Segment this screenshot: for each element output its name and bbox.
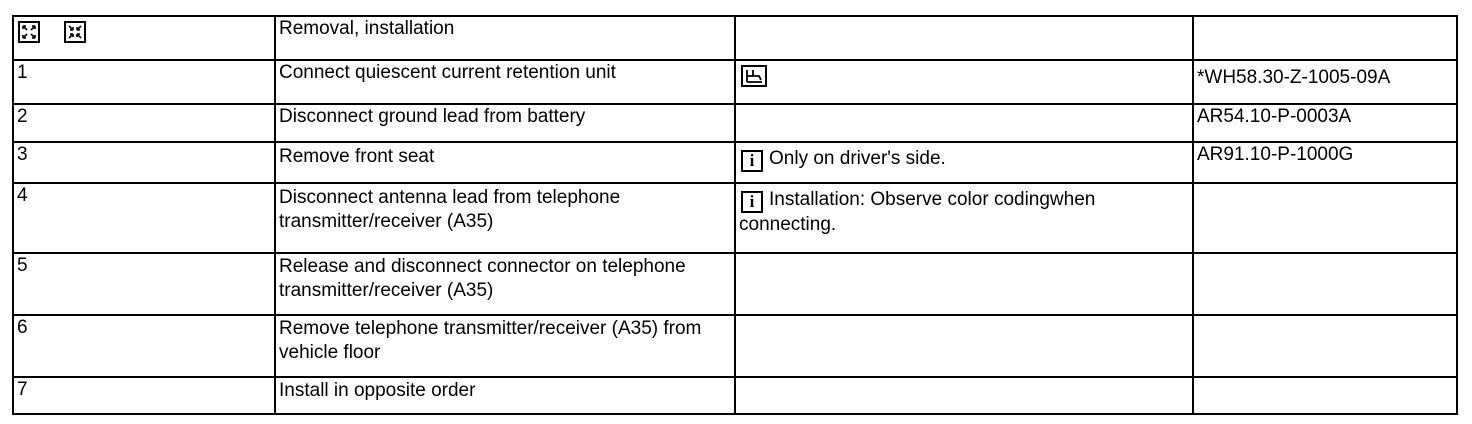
step-number: 6 bbox=[12, 314, 276, 378]
table-header-row: Removal, installation bbox=[12, 15, 1458, 61]
reference-cell bbox=[1192, 252, 1458, 316]
step-text: Remove front seat bbox=[274, 141, 736, 184]
note-cell bbox=[734, 103, 1194, 143]
step-text: Connect quiescent current retention unit bbox=[274, 59, 736, 105]
note-cell: i Only on driver's side. bbox=[734, 141, 1194, 184]
step-text: Remove telephone transmitter/receiver (A… bbox=[274, 314, 736, 378]
table-row: 6 Remove telephone transmitter/receiver … bbox=[12, 314, 1458, 378]
step-text: Disconnect antenna lead from telephone t… bbox=[274, 182, 736, 254]
document-reference-link[interactable]: AR54.10-P-0003A bbox=[1192, 103, 1458, 143]
reference-cell bbox=[1192, 314, 1458, 378]
info-icon: i bbox=[741, 150, 763, 172]
step-number: 3 bbox=[12, 141, 276, 184]
collapse-all-icon[interactable] bbox=[64, 21, 86, 43]
expand-collapse-cell bbox=[12, 15, 276, 61]
document-reference-link[interactable]: AR91.10-P-1000G bbox=[1192, 141, 1458, 184]
table-row: 1 Connect quiescent current retention un… bbox=[12, 59, 1458, 105]
step-text: Install in opposite order bbox=[274, 376, 736, 415]
note-text: Only on driver's side. bbox=[769, 148, 946, 169]
expand-all-icon[interactable] bbox=[18, 21, 40, 43]
table-row: 7 Install in opposite order bbox=[12, 376, 1458, 415]
reference-cell bbox=[1192, 182, 1458, 254]
section-title: Removal, installation bbox=[274, 15, 736, 61]
header-ref-cell bbox=[1192, 15, 1458, 61]
step-text: Release and disconnect connector on tele… bbox=[274, 252, 736, 316]
step-number: 2 bbox=[12, 103, 276, 143]
info-icon: i bbox=[741, 191, 763, 213]
table-row: 4 Disconnect antenna lead from telephone… bbox=[12, 182, 1458, 254]
step-number: 4 bbox=[12, 182, 276, 254]
document-reference-link[interactable]: *WH58.30-Z-1005-09A bbox=[1192, 59, 1458, 105]
note-cell bbox=[734, 59, 1194, 105]
step-number: 1 bbox=[12, 59, 276, 105]
note-text: Installation: Observe color codingwhen c… bbox=[739, 189, 1096, 235]
note-cell bbox=[734, 376, 1194, 415]
step-number: 5 bbox=[12, 252, 276, 316]
table-row: 5 Release and disconnect connector on te… bbox=[12, 252, 1458, 316]
reference-cell bbox=[1192, 376, 1458, 415]
procedure-table: Removal, installation 1 Connect quiescen… bbox=[12, 15, 1458, 415]
note-cell bbox=[734, 252, 1194, 316]
step-number: 7 bbox=[12, 376, 276, 415]
header-note-cell bbox=[734, 15, 1194, 61]
step-text: Disconnect ground lead from battery bbox=[274, 103, 736, 143]
table-row: 2 Disconnect ground lead from battery AR… bbox=[12, 103, 1458, 143]
tool-icon[interactable] bbox=[741, 65, 767, 87]
note-cell bbox=[734, 314, 1194, 378]
table-row: 3 Remove front seat i Only on driver's si… bbox=[12, 141, 1458, 184]
